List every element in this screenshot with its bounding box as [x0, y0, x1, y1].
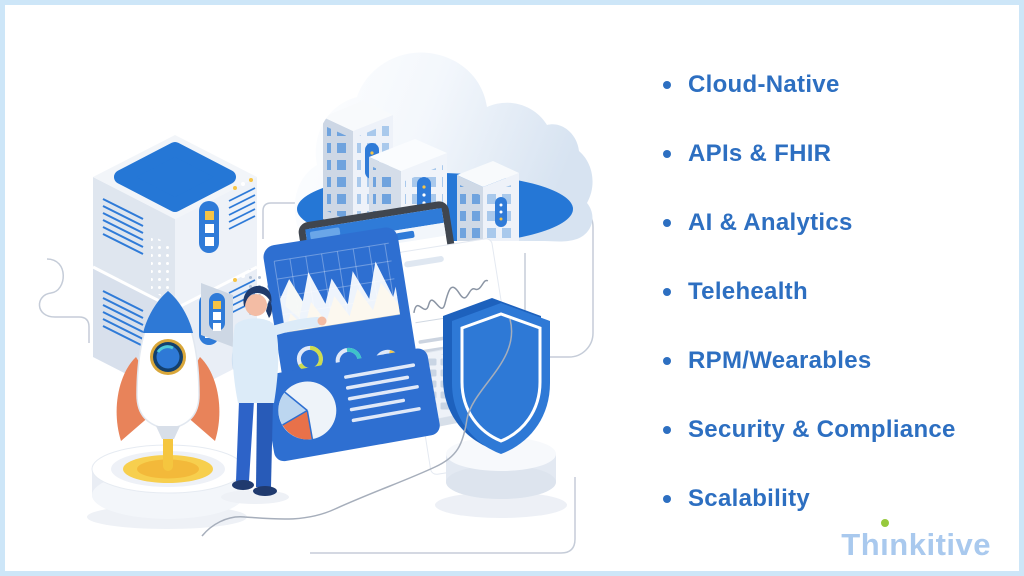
feature-item-telehealth: Telehealth	[663, 278, 956, 306]
feature-item-apis-fhir: APIs & FHIR	[663, 140, 956, 168]
bullet-icon	[663, 426, 671, 434]
bullet-icon	[663, 150, 671, 158]
trend-line-chart	[413, 279, 489, 314]
feature-label: Security & Compliance	[688, 416, 956, 443]
porthole-window	[156, 345, 180, 369]
pointing-arm	[265, 317, 322, 337]
feature-label: Telehealth	[688, 278, 808, 305]
cloud-health-tech-illustration	[38, 52, 594, 554]
bullet-icon	[663, 288, 671, 296]
feature-label: RPM/Wearables	[688, 347, 872, 374]
analyst-person	[221, 285, 327, 504]
feature-item-security-compliance: Security & Compliance	[663, 416, 956, 444]
area-chart-white	[280, 261, 400, 333]
logo-green-dot-icon	[880, 519, 889, 527]
floor-connector-line	[201, 318, 513, 537]
rocket-launch	[87, 290, 247, 529]
shirt	[232, 318, 279, 403]
bullet-icon	[663, 219, 671, 227]
shield-face	[452, 303, 550, 454]
feature-item-ai-analytics: AI & Analytics	[663, 209, 956, 237]
bullet-icon	[663, 81, 671, 89]
head	[245, 294, 267, 316]
features-list: Cloud-Native APIs & FHIR AI & Analytics …	[663, 71, 956, 513]
hair	[243, 285, 272, 306]
feature-label: Cloud-Native	[688, 71, 840, 98]
server-top-panel	[114, 142, 236, 212]
feature-label: Scalability	[688, 485, 811, 512]
feature-item-scalability: Scalability	[663, 485, 956, 513]
security-shield	[435, 298, 567, 518]
logo-text-i: ı	[880, 527, 890, 562]
hand	[317, 316, 327, 326]
logo-text-post: nkitive	[889, 527, 991, 562]
rocket-nose	[143, 291, 193, 333]
logo-text-pre: Th	[841, 527, 881, 562]
bullet-icon	[663, 357, 671, 365]
feature-item-rpm-wearables: RPM/Wearables	[663, 347, 956, 375]
feature-item-cloud-native: Cloud-Native	[663, 71, 956, 99]
bullet-icon	[663, 495, 671, 503]
pie-chart-card	[262, 348, 440, 462]
feature-label: AI & Analytics	[688, 209, 853, 236]
feature-label: APIs & FHIR	[688, 140, 832, 167]
